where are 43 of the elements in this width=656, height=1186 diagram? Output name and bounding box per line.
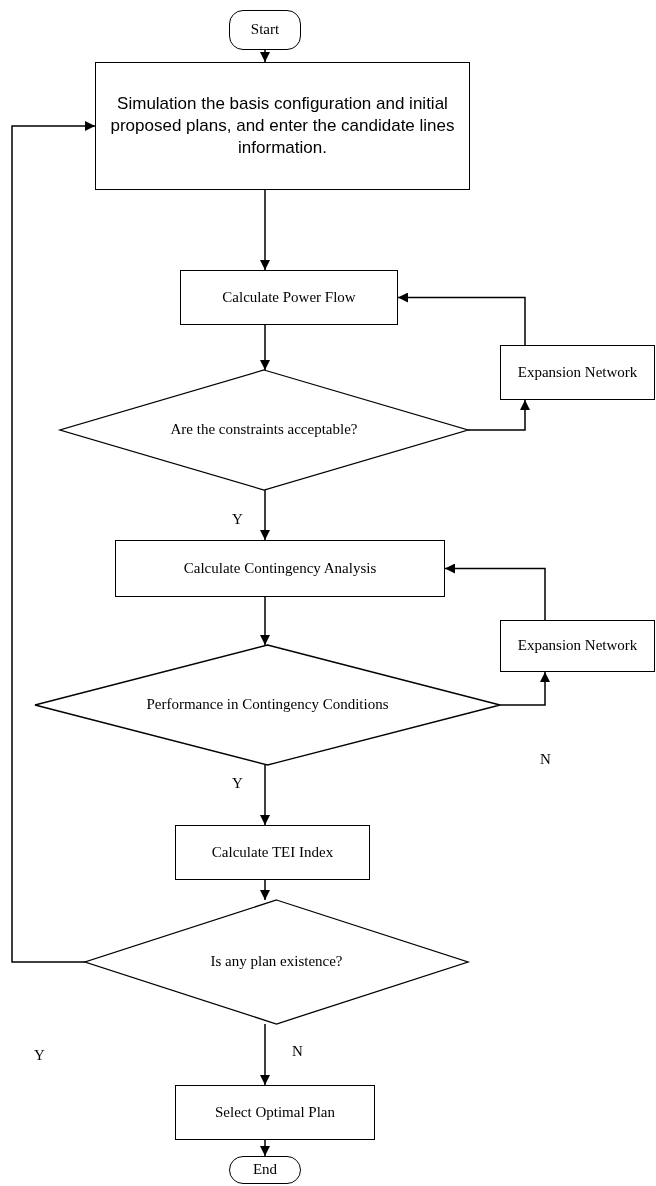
process-box — [500, 620, 655, 672]
node-label: Calculate TEI Index — [210, 842, 335, 862]
node-label: End — [251, 1160, 279, 1180]
branch-label: Y — [34, 1048, 45, 1063]
node-label: Start — [249, 20, 281, 40]
decision-diamond — [35, 645, 500, 765]
node-label: Performance in Contingency Conditions — [145, 695, 390, 715]
node-label: Calculate Contingency Analysis — [182, 558, 378, 578]
terminator-box — [229, 1156, 301, 1184]
arrow — [260, 189, 270, 271]
process-box — [115, 540, 445, 597]
branch-label: N — [540, 752, 551, 767]
decision-diamond — [85, 900, 468, 1024]
edge-label: N — [292, 1044, 303, 1059]
node-label: Are the constraints acceptable? — [169, 420, 359, 440]
arrow — [260, 1023, 270, 1086]
terminator-box — [229, 10, 301, 50]
process-box — [175, 1085, 375, 1140]
node-label: Simulation the basis configuration and initial proposed plans, and enter the candidate lines information. — [109, 92, 456, 160]
arrow — [260, 879, 270, 901]
arrow — [260, 764, 270, 826]
arrow — [260, 324, 270, 371]
arrow — [260, 596, 270, 646]
node-label: Expansion Network — [516, 636, 639, 656]
process-box — [95, 62, 470, 190]
node-label: Select Optimal Plan — [214, 1102, 336, 1122]
arrow — [260, 489, 270, 541]
edge-label: Y — [232, 776, 243, 791]
arrow — [260, 1139, 270, 1157]
decision-diamond — [60, 370, 468, 490]
process-box — [175, 825, 370, 880]
node-label: Expansion Network — [516, 362, 639, 382]
node-label: Calculate Power Flow — [221, 287, 357, 307]
arrow — [444, 563, 546, 621]
node-label: Is any plan existence? — [209, 952, 344, 972]
arrow — [260, 49, 270, 63]
process-box — [500, 345, 655, 400]
arrow — [11, 121, 96, 963]
arrow — [499, 671, 550, 706]
process-box — [180, 270, 398, 325]
arrow — [397, 292, 526, 346]
edge-label: Y — [232, 512, 243, 527]
arrow — [467, 399, 530, 431]
